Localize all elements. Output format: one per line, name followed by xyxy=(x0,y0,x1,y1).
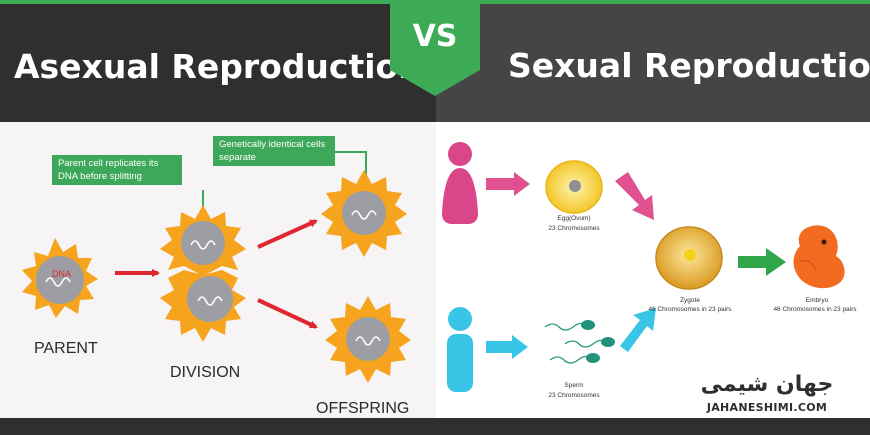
watermark-logo: جهان شیمی JAHANESHIMI.COM xyxy=(688,372,846,418)
label-zygote-chromosomes: 46 Chromosomes in 23 pairs xyxy=(648,306,732,313)
offspring-cell-bottom xyxy=(325,296,411,383)
label-zygote: Zygote xyxy=(680,297,700,304)
arrow-division-offspring-bottom xyxy=(257,298,318,329)
sexual-title: Sexual Reproduction xyxy=(508,46,870,85)
label-egg-chromosomes: 23 Chromosomes xyxy=(548,225,600,232)
arrow-division-offspring-top xyxy=(257,219,318,249)
label-embryo: Embryo xyxy=(805,297,829,304)
male-figure-icon xyxy=(447,307,473,392)
division-cell-top xyxy=(160,205,246,276)
arrow-zygote-embryo xyxy=(738,248,786,276)
zygote-cell xyxy=(655,226,723,290)
label-egg: Egg(Ovum) xyxy=(557,215,591,222)
label-division: DIVISION xyxy=(170,364,241,381)
callout-replicates-dna: Parent cell replicates its DNA before sp… xyxy=(52,155,182,185)
label-parent: PARENT xyxy=(34,340,98,357)
arrow-egg-zygote xyxy=(615,172,654,220)
arrow-male-sperm xyxy=(486,335,528,359)
offspring-cell-top xyxy=(321,170,407,257)
bottom-bar xyxy=(0,418,870,435)
watermark-url: JAHANESHIMI.COM xyxy=(688,401,846,414)
header-right-panel xyxy=(436,4,870,122)
header-left-panel xyxy=(0,4,436,122)
dna-label: DNA xyxy=(52,269,71,279)
label-sperm-chromosomes: 23 Chromosomes xyxy=(548,392,600,399)
embryo-icon xyxy=(793,225,845,289)
callout-identical-cells: Genetically identical cells separate xyxy=(213,136,335,166)
female-figure-icon xyxy=(442,142,478,224)
watermark-persian: جهان شیمی xyxy=(700,372,834,397)
division-cell-bottom xyxy=(160,270,246,342)
label-sperm: Sperm xyxy=(564,382,584,389)
arrow-female-egg xyxy=(486,172,530,196)
egg-cell xyxy=(545,160,603,214)
parent-cell xyxy=(22,238,98,318)
sperm-cells xyxy=(544,320,615,364)
asexual-title: Asexual Reproduction xyxy=(14,47,422,86)
label-embryo-chromosomes: 46 Chromosomes in 23 pairs xyxy=(773,306,857,313)
vs-banner xyxy=(390,0,480,96)
vs-label: VS xyxy=(412,19,458,54)
arrow-sperm-zygote xyxy=(620,308,656,352)
label-offspring: OFFSPRING xyxy=(316,400,410,417)
